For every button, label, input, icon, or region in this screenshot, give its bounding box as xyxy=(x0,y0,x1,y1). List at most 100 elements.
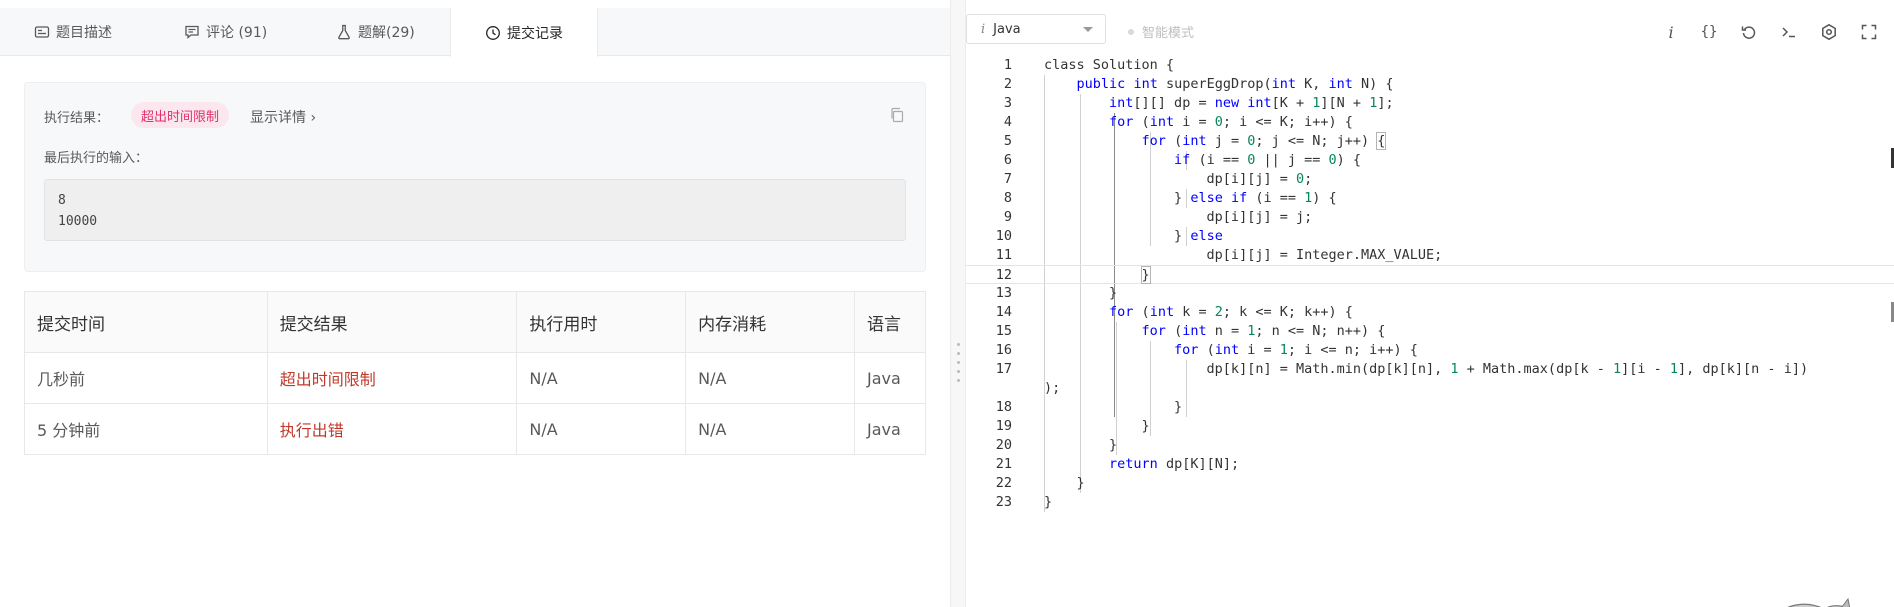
language-value: Java xyxy=(993,21,1021,37)
code-line: 7 dp[i][j] = 0; xyxy=(966,170,1894,189)
tab-label: 提交记录 xyxy=(507,25,563,42)
line-number: 7 xyxy=(1003,171,1012,187)
indent-guide xyxy=(1186,360,1187,417)
code-text: for (int i = 1; i <= n; i++) { xyxy=(1174,342,1418,358)
code-line: 20 } xyxy=(966,436,1894,455)
code-line: 9 dp[i][j] = j; xyxy=(966,208,1894,227)
submission-language: Java xyxy=(853,352,927,404)
code-text: dp[i][j] = Integer.MAX_VALUE; xyxy=(1044,247,1443,263)
last-input-label: 最后执行的输入： xyxy=(44,151,149,166)
scrollbar-marker[interactable] xyxy=(1891,148,1894,168)
code-text: } else xyxy=(1044,228,1223,244)
submission-result-link[interactable]: 超出时间限制 xyxy=(266,352,518,404)
drag-handle-icon[interactable] xyxy=(957,343,960,388)
scrollbar-marker[interactable] xyxy=(1891,302,1894,322)
submission-time: 几秒前 xyxy=(24,352,268,404)
last-input-line: 8 xyxy=(58,193,66,208)
line-number: 10 xyxy=(995,228,1012,244)
flask-icon xyxy=(338,24,350,40)
code-text: ); xyxy=(1044,380,1061,396)
code-line-current: 12 } xyxy=(966,265,1894,284)
line-number: 15 xyxy=(995,323,1012,339)
line-number: 4 xyxy=(1003,114,1012,130)
code-line: 11 dp[i][j] = Integer.MAX_VALUE; xyxy=(966,246,1894,265)
code-text: public int superEggDrop(int K, int N) { xyxy=(1076,76,1394,92)
code-text: if (i == 0 || j == 0) { xyxy=(1174,152,1362,168)
table-row[interactable]: 几秒前 超出时间限制 N/A N/A Java xyxy=(24,352,927,404)
line-number: 3 xyxy=(1003,95,1012,111)
code-text: dp[i][j] = 0; xyxy=(1044,171,1313,187)
code-line: 10 } else xyxy=(966,227,1894,246)
line-number: 18 xyxy=(995,399,1012,415)
line-number: 21 xyxy=(995,456,1012,472)
language-icon: i xyxy=(981,21,986,37)
code-text: } else if (i == 1) { xyxy=(1044,190,1337,206)
line-number: 22 xyxy=(995,475,1012,491)
left-panel: 题目描述 评论 (91) 题解(29) 提交记录 执行结果： 超出时间限制 显示… xyxy=(0,8,950,455)
console-icon[interactable] xyxy=(1779,22,1799,42)
line-number: 17 xyxy=(995,361,1012,377)
fullscreen-icon[interactable] xyxy=(1859,22,1879,42)
column-header: 提交结果 xyxy=(266,291,518,353)
line-number: 8 xyxy=(1003,190,1012,206)
code-text: for (int j = 0; j <= N; j++) { xyxy=(1141,132,1387,150)
code-text: } xyxy=(1044,418,1150,434)
language-select[interactable]: i Java xyxy=(966,14,1106,44)
submission-language: Java xyxy=(853,403,927,455)
code-line: 22 } xyxy=(966,474,1894,493)
column-header: 语言 xyxy=(853,291,927,353)
indent-guide xyxy=(1150,341,1151,436)
clock-icon xyxy=(486,25,500,40)
line-number: 14 xyxy=(995,304,1012,320)
settings-icon[interactable] xyxy=(1819,22,1839,42)
tab-label: 评论 (91) xyxy=(206,25,268,41)
code-line: 15 for (int n = 1; n <= N; n++) { xyxy=(966,322,1894,341)
code-line: 19 } xyxy=(966,417,1894,436)
tab-solutions[interactable]: 题解(29) xyxy=(326,8,425,56)
code-text: } xyxy=(1140,266,1151,284)
chevron-down-icon xyxy=(1083,27,1093,32)
code-line: 8 } else if (i == 1) { xyxy=(966,189,1894,208)
tab-submissions[interactable]: 提交记录 xyxy=(450,8,598,57)
code-line: 14 for (int k = 2; k <= K; k++) { xyxy=(966,303,1894,322)
smart-mode-toggle[interactable]: 智能模式 xyxy=(1128,22,1194,41)
indent-guide xyxy=(1150,132,1151,246)
code-text: } xyxy=(1044,437,1118,453)
code-line: 23} xyxy=(966,493,1894,512)
line-number: 1 xyxy=(1003,57,1012,73)
show-details-link[interactable]: 显示详情 › xyxy=(250,110,317,126)
reset-icon[interactable] xyxy=(1739,22,1759,42)
info-icon[interactable]: i xyxy=(1668,22,1674,42)
code-line: 6 if (i == 0 || j == 0) { xyxy=(966,151,1894,170)
code-line: 2 public int superEggDrop(int K, int N) … xyxy=(966,75,1894,94)
comment-icon xyxy=(185,25,199,39)
tab-label: 题目描述 xyxy=(56,25,112,41)
line-number: 12 xyxy=(995,267,1012,283)
braces-icon[interactable]: {} xyxy=(1700,24,1718,40)
code-editor[interactable]: 1 class Solution { 2 public int superEggD… xyxy=(966,56,1894,607)
code-text: class Solution { xyxy=(1044,57,1175,73)
code-text: } xyxy=(1044,399,1183,415)
panel-resizer[interactable] xyxy=(950,0,966,607)
submission-memory: N/A xyxy=(685,352,855,404)
result-label: 执行结果： xyxy=(44,111,110,126)
tab-description[interactable]: 题目描述 xyxy=(24,8,122,56)
line-number: 20 xyxy=(995,437,1012,453)
code-line: 13 } xyxy=(966,284,1894,303)
indent-guide xyxy=(1186,189,1187,208)
table-row[interactable]: 5 分钟前 执行出错 N/A N/A Java xyxy=(24,403,927,455)
line-number: 13 xyxy=(995,285,1012,301)
copy-icon[interactable] xyxy=(889,107,905,123)
tab-comments[interactable]: 评论 (91) xyxy=(174,8,277,56)
indent-guide xyxy=(1186,151,1187,170)
code-text: for (int k = 2; k <= K; k++) { xyxy=(1109,304,1353,320)
code-line: 1 class Solution { xyxy=(966,56,1894,75)
submission-result-link[interactable]: 执行出错 xyxy=(266,403,518,455)
line-number: 2 xyxy=(1003,76,1012,92)
submissions-table: 提交时间 提交结果 执行用时 内存消耗 语言 几秒前 超出时间限制 N/A N/… xyxy=(24,291,927,455)
code-text: } xyxy=(1044,285,1118,301)
table-header-row: 提交时间 提交结果 执行用时 内存消耗 语言 xyxy=(24,291,927,353)
code-line-wrapped: ); xyxy=(966,379,1894,398)
submission-runtime: N/A xyxy=(516,352,687,404)
